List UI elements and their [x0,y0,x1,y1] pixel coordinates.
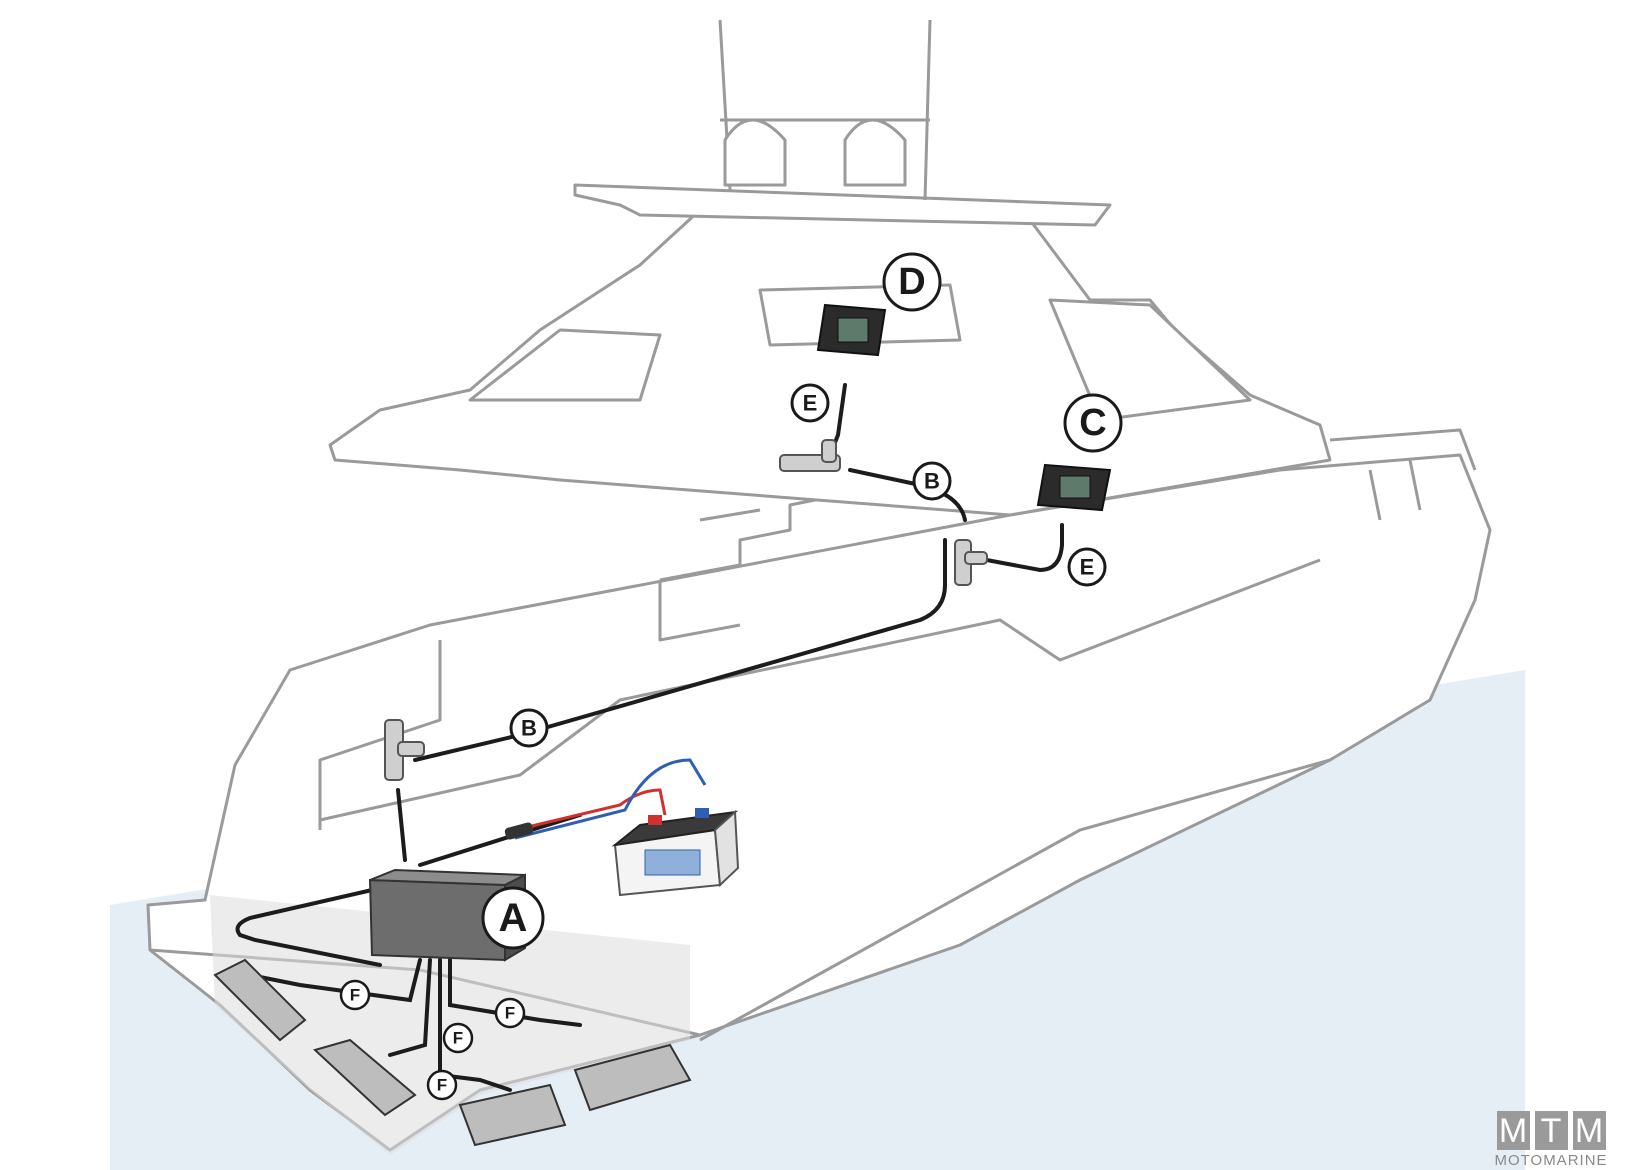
svg-text:E: E [1080,555,1095,580]
radar-dome-left [723,118,787,187]
svg-text:C: C [1079,402,1106,444]
svg-text:F: F [505,1004,515,1023]
label-b-lower: B [509,708,549,748]
svg-text:F: F [453,1029,463,1048]
trim-tab-4 [573,1043,692,1112]
tab-cable-3 [438,958,512,1092]
hydraulic-feed [235,888,382,967]
label-d: D [882,252,942,312]
keypad-d [816,303,887,357]
hardtop [573,183,1112,227]
label-f-3: F [442,1022,474,1054]
inline-fuse [504,822,534,840]
svg-text:B: B [924,469,940,494]
engine-room-zone [210,895,690,1155]
svg-text:A: A [499,896,528,940]
trim-tab-2 [313,1038,417,1117]
svg-text:B: B [521,716,537,741]
radar-dome-right [843,118,907,187]
aft-deck [318,558,1321,830]
t-connector-mid-arm [964,551,988,565]
bow-rail [1329,428,1477,521]
motomarine-logo: M T M MOTOMARINE [1494,1111,1607,1169]
connectors [384,439,988,781]
trim-tab-3 [458,1083,567,1147]
svg-text:M: M [1575,1112,1603,1150]
battery-lead-red [514,788,667,832]
battery-lead-blue [514,758,707,840]
svg-text:F: F [437,1076,447,1095]
trim-tabs [213,958,692,1147]
t-connector-lower-arm [397,741,425,757]
controller-link [396,788,407,862]
cable-network [235,383,1064,1092]
label-f-1: F [339,979,371,1011]
t-connector-top-stem [821,439,837,463]
label-f-2: F [494,997,526,1029]
label-c: C [1063,393,1123,453]
drop-cable-c [958,523,1064,573]
tab-cable-2 [388,958,432,1057]
keypad-c [1036,463,1112,512]
label-f-4: F [426,1069,458,1101]
svg-text:E: E [803,391,818,416]
svg-text:D: D [898,261,925,303]
svg-text:F: F [350,986,360,1005]
battery [611,808,740,897]
label-e-upper: E [790,383,830,423]
label-a: A [481,886,545,950]
svg-text:MOTOMARINE: MOTOMARINE [1494,1152,1607,1169]
label-e-lower: E [1067,547,1107,587]
backbone-cable-lower [413,538,947,762]
svg-text:M: M [1499,1112,1527,1150]
svg-text:T: T [1541,1112,1562,1150]
label-b-upper: B [912,461,952,501]
trim-tab-1 [213,958,307,1042]
